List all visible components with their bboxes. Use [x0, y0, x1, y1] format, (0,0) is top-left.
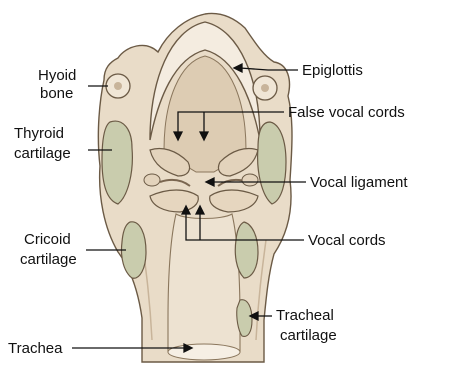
trachea-opening	[168, 344, 240, 360]
thyroid-cartilage-label-line2: cartilage	[14, 145, 71, 162]
trachea-label: Trachea	[8, 340, 63, 357]
false-vocal-cords-label: False vocal cords	[288, 104, 405, 121]
cricoid-cartilage-label-line2: cartilage	[20, 251, 77, 268]
thyroid-cartilage-label-line1: Thyroid	[14, 125, 64, 142]
hyoid-bone-label-line2: bone	[40, 85, 73, 102]
larynx-illustration	[98, 14, 292, 362]
tissue-nodule-left	[144, 174, 160, 186]
vocal-cords-label: Vocal cords	[308, 232, 386, 249]
tracheal-cartilage-label-line2: cartilage	[280, 327, 337, 344]
hyoid-bone-left-core	[114, 82, 122, 90]
vocal-ligament-label: Vocal ligament	[310, 174, 408, 191]
hyoid-bone-right-core	[261, 84, 269, 92]
tissue-nodule-right	[242, 174, 258, 186]
epiglottis-label: Epiglottis	[302, 62, 363, 79]
trachea-lumen	[168, 214, 240, 358]
tracheal-cartilage-ring	[237, 300, 252, 337]
tracheal-cartilage-label-line1: Tracheal	[276, 307, 334, 324]
cricoid-cartilage-label-line1: Cricoid	[24, 231, 71, 248]
hyoid-bone-label-line1: Hyoid	[38, 67, 76, 84]
